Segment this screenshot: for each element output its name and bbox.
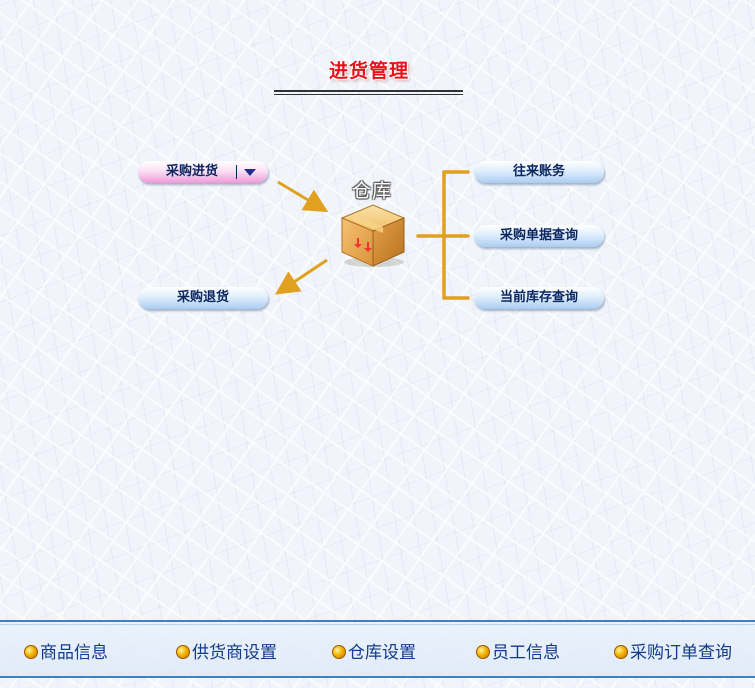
nav-employee-info-label: 员工信息 — [492, 643, 560, 663]
nav-supplier-settings[interactable]: 供货商设置 — [176, 642, 277, 664]
footer-inner-rule — [0, 624, 755, 625]
arrow-purchase-in — [277, 180, 329, 213]
orange-bullet-icon — [476, 645, 490, 659]
nav-warehouse-settings-label: 仓库设置 — [348, 643, 416, 663]
dropdown-separator — [236, 165, 237, 179]
page-title: 进货管理 — [328, 60, 409, 82]
purchase-in-label: 采购进货 — [166, 164, 219, 179]
workflow-diagram — [275, 170, 470, 300]
purchase-return-button[interactable]: 采购退货 — [138, 287, 268, 309]
nav-purchase-order-query-label: 采购订单查询 — [630, 643, 732, 663]
nav-product-info[interactable]: 商品信息 — [24, 642, 108, 664]
nav-employee-info[interactable]: 员工信息 — [476, 642, 560, 664]
footer-nav: 商品信息 供货商设置 仓库设置 员工信息 采购订单查询 — [0, 620, 755, 678]
warehouse-label: 仓库 — [352, 180, 393, 202]
purchase-documents-query-button[interactable]: 采购单据查询 — [474, 225, 604, 247]
warehouse-box-icon — [340, 204, 406, 267]
orange-bullet-icon — [176, 645, 190, 659]
purchase-in-button[interactable]: 采购进货 — [138, 161, 268, 183]
orange-bullet-icon — [24, 645, 38, 659]
nav-purchase-order-query[interactable]: 采购订单查询 — [614, 642, 732, 664]
title-underline — [274, 90, 463, 95]
arrow-purchase-return — [275, 258, 328, 295]
dropdown-arrow-icon[interactable] — [244, 169, 256, 176]
current-stock-query-button[interactable]: 当前库存查询 — [474, 287, 604, 309]
accounts-button[interactable]: 往来账务 — [474, 161, 604, 183]
bracket-connector — [416, 170, 470, 300]
orange-bullet-icon — [614, 645, 628, 659]
orange-bullet-icon — [332, 645, 346, 659]
nav-warehouse-settings[interactable]: 仓库设置 — [332, 642, 416, 664]
nav-product-info-label: 商品信息 — [40, 643, 108, 663]
nav-supplier-settings-label: 供货商设置 — [192, 643, 277, 663]
